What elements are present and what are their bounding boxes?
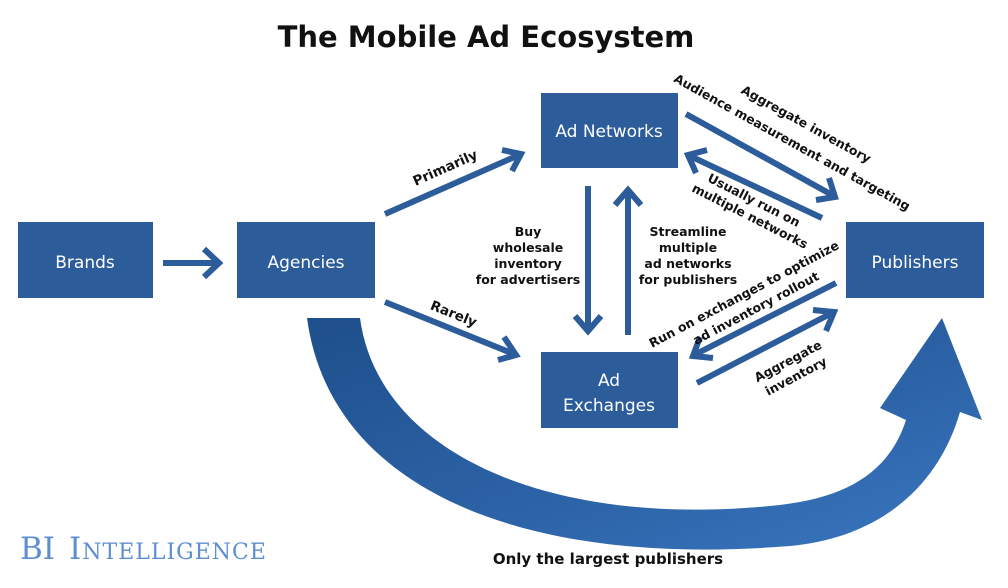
svg-text:Streamline: Streamline [649,224,726,239]
arrow-agencies-to-ad-exchanges [383,299,521,363]
ad-exchanges-box [541,352,678,428]
swoop-arrow [307,318,982,550]
brands-box [18,222,153,298]
ad-networks-label: Ad Networks [555,122,663,142]
ad-exchanges-label-line1: Ad [598,371,620,391]
arrow-exchanges-to-publishers [695,307,839,386]
brands-label: Brands [55,253,115,273]
svg-text:for advertisers: for advertisers [476,272,581,287]
svg-text:for publishers: for publishers [639,272,737,287]
arrow-agencies-to-ad-networks [383,147,526,217]
arrow-publishers-to-exchanges [688,280,838,361]
publishers-label: Publishers [872,253,959,273]
arrow-networks-to-publishers [684,111,839,203]
svg-text:ad networks: ad networks [644,256,731,271]
ad-exchanges-label-line2: Exchanges [563,396,655,416]
label-only-largest-publishers: Only the largest publishers [493,550,723,568]
svg-text:wholesale: wholesale [493,240,563,255]
arrow-networks-to-exchanges [572,186,604,336]
publishers-box [846,222,984,298]
label-rarely: Rarely [428,298,479,331]
agencies-label: Agencies [267,253,344,273]
svg-text:inventory: inventory [494,256,562,271]
agencies-box [237,222,375,298]
arrow-publishers-to-networks [683,147,824,221]
ad-networks-box [541,93,678,168]
label-streamline: Streamline multiple ad networks for publ… [639,224,737,287]
arrow-exchanges-to-networks [612,185,644,335]
label-primarily: Primarily [411,147,481,190]
svg-text:Buy: Buy [515,224,542,239]
arrow-brands-to-agencies [163,246,224,280]
diagram-title: The Mobile Ad Ecosystem [278,20,695,54]
label-buy-wholesale: Buy wholesale inventory for advertisers [476,224,581,287]
svg-text:multiple: multiple [659,240,717,255]
